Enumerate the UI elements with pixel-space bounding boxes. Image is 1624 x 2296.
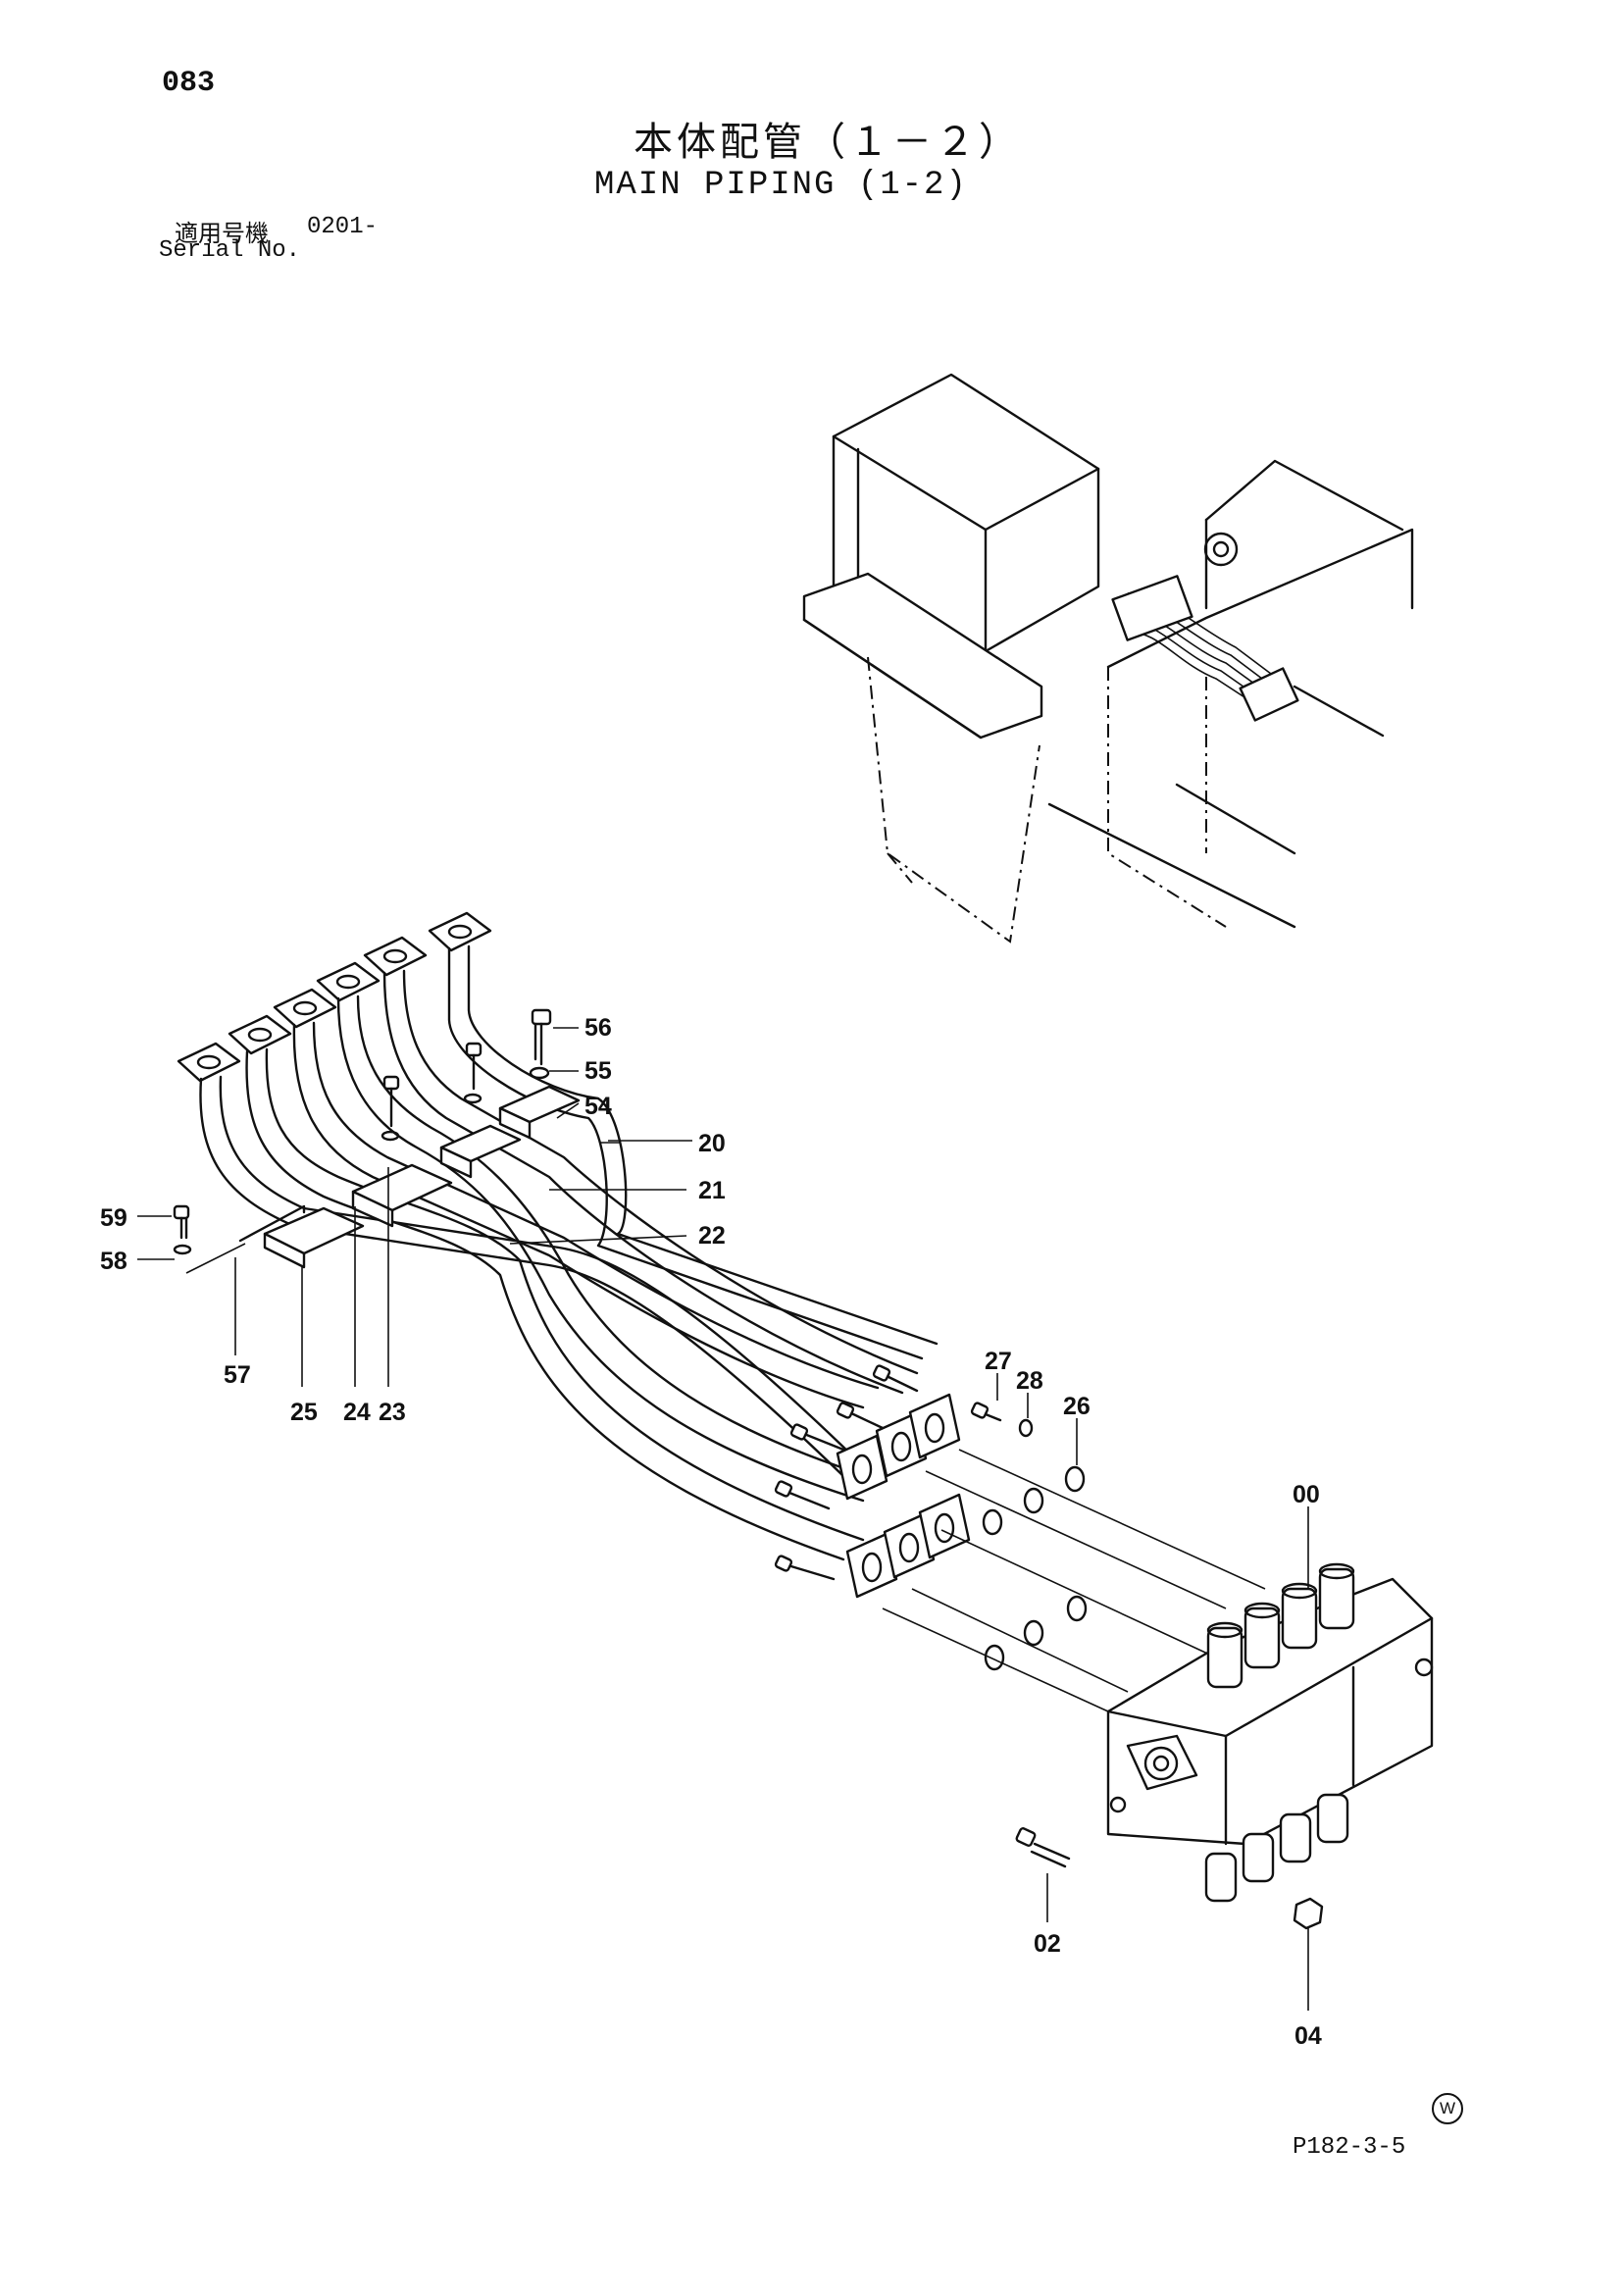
page-title: MAIN PIPING (1-2) xyxy=(594,167,968,204)
callout-26: 26 xyxy=(1063,1393,1091,1420)
bolts-and-washers xyxy=(173,1008,1324,1930)
pipe-clamps xyxy=(185,1085,581,1274)
machine-overview-sketch xyxy=(802,373,1414,944)
callout-54: 54 xyxy=(584,1093,612,1120)
circled-w-mark: W xyxy=(1432,2093,1463,2124)
callout-58: 58 xyxy=(100,1248,127,1275)
callout-labels: 56 55 54 20 21 22 59 58 57 25 24 23 27 2… xyxy=(100,1014,1322,2050)
callout-27: 27 xyxy=(985,1348,1012,1375)
callout-59: 59 xyxy=(100,1204,127,1232)
callout-56: 56 xyxy=(584,1014,612,1042)
callout-leader-lines xyxy=(137,1027,1309,2011)
callout-57: 57 xyxy=(224,1361,251,1389)
page-title-japanese: 本体配管（１－２） xyxy=(634,120,1022,165)
callout-02: 02 xyxy=(1034,1930,1061,1958)
callout-23: 23 xyxy=(379,1399,406,1426)
serial-label-japanese: 適用号機 xyxy=(175,220,269,247)
callout-00: 00 xyxy=(1293,1481,1320,1508)
o-rings xyxy=(982,1465,1088,1671)
hydraulic-pipes xyxy=(199,944,939,1561)
valve-side-flanges xyxy=(836,1393,971,1599)
callout-55: 55 xyxy=(584,1057,612,1085)
callout-22: 22 xyxy=(698,1222,726,1250)
callout-04: 04 xyxy=(1294,2022,1322,2050)
control-valve xyxy=(1106,1562,1434,1903)
callout-24: 24 xyxy=(343,1399,371,1426)
callout-28: 28 xyxy=(1016,1367,1043,1395)
callout-20: 20 xyxy=(698,1130,726,1157)
serial-number-value: 0201- xyxy=(307,214,379,240)
page-number: 083 xyxy=(162,67,216,100)
callout-25: 25 xyxy=(290,1399,318,1426)
pipe-flanges xyxy=(177,911,492,1083)
callout-21: 21 xyxy=(698,1177,726,1204)
assembly-guide-lines xyxy=(882,1449,1266,1712)
serial-label: Serial No. xyxy=(159,237,301,264)
figure-reference: P182-3-5 xyxy=(1293,2134,1406,2161)
